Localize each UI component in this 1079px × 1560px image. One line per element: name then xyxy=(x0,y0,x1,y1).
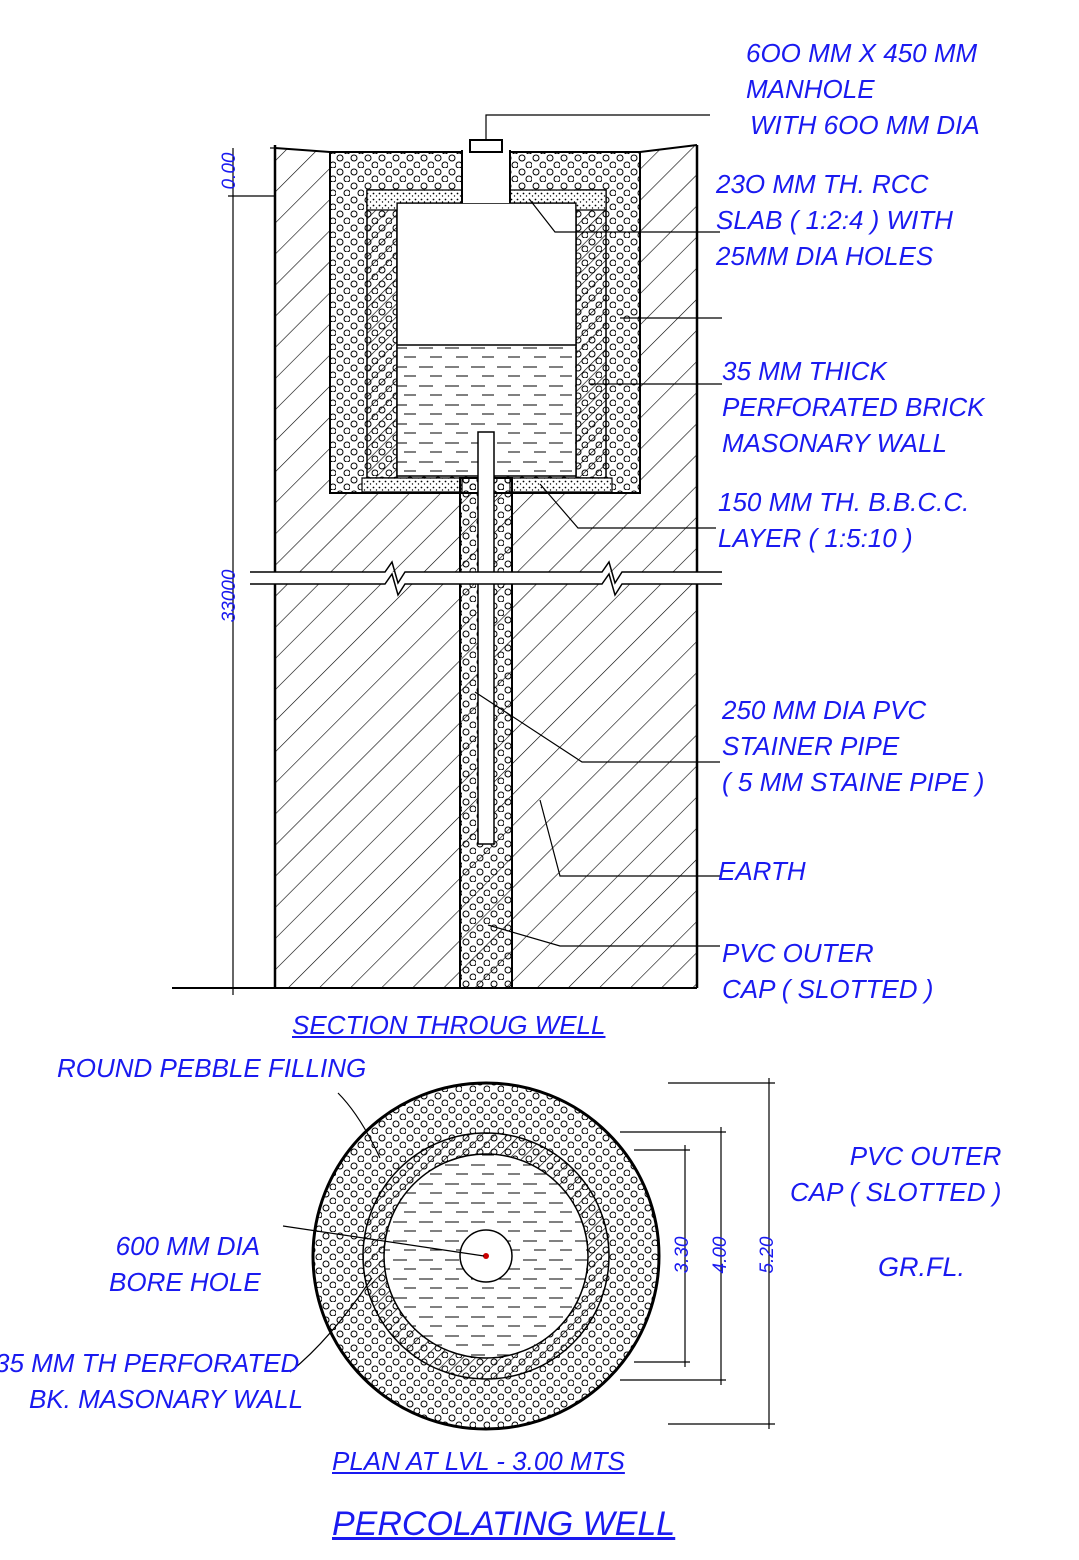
bbcc-layer-label: 150 MM TH. B.B.C.C. LAYER ( 1:5:10 ) xyxy=(718,487,970,553)
bore-center-marker xyxy=(483,1253,489,1259)
pebble-label: ROUND PEBBLE FILLING xyxy=(57,1053,367,1083)
manhole-label: 6OO MM X 450 MM MANHOLE WITH 6OO MM DIA xyxy=(746,38,980,140)
top-level-dimension: 0.00 xyxy=(219,152,240,190)
depth-dimension: 33000 xyxy=(219,569,240,623)
brick-wall-label: 35 MM THICK PERFORATED BRICK MASONARY WA… xyxy=(722,356,985,458)
outer-diameter-dimension: 5.20 xyxy=(757,1236,778,1274)
plan-title: PLAN AT LVL - 3.00 MTS xyxy=(332,1446,625,1476)
earth-label: EARTH xyxy=(718,856,806,886)
plan-wall-label: 35 MM TH PERFORATED BK. MASONARY WALL xyxy=(0,1348,304,1414)
main-title: PERCOLATING WELL xyxy=(332,1505,676,1543)
wall-diameter-dimension: 4.00 xyxy=(710,1236,731,1274)
pvc-pipe-label: 250 MM DIA PVC STAINER PIPE ( 5 MM STAIN… xyxy=(722,695,985,797)
rcc-slab-label: 23O MM TH. RCC SLAB ( 1:2:4 ) WITH 25MM … xyxy=(716,169,953,271)
inner-diameter-dimension: 3.30 xyxy=(672,1236,693,1274)
pvc-cap-label: PVC OUTER CAP ( SLOTTED ) xyxy=(722,938,934,1004)
bore-hole-label: 600 MM DIA BORE HOLE xyxy=(109,1231,261,1297)
ground-floor-label: GR.FL. xyxy=(878,1252,966,1282)
section-title: SECTION THROUG WELL xyxy=(292,1010,606,1040)
plan-pvc-cap-label: PVC OUTER CAP ( SLOTTED ) xyxy=(790,1141,1002,1207)
